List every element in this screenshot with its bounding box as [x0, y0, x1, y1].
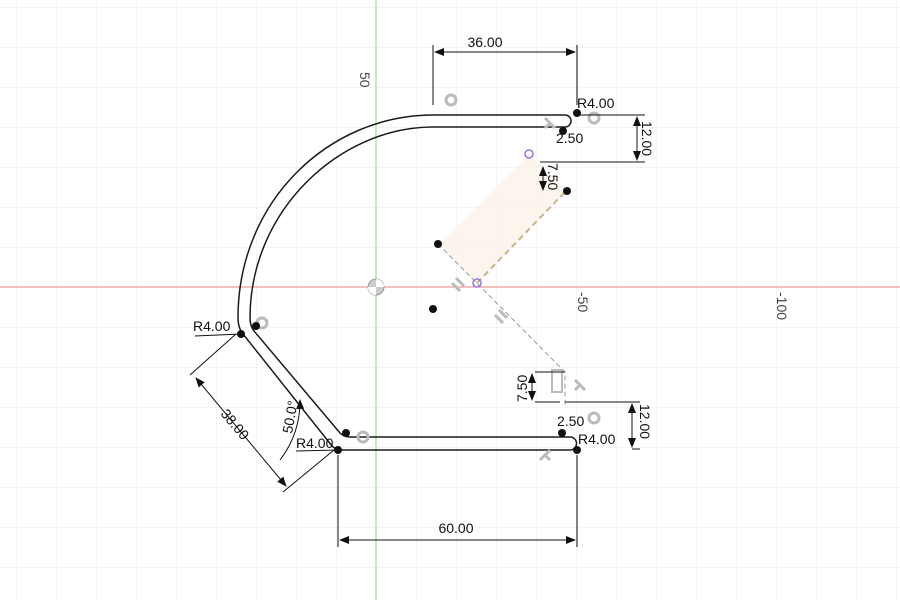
construction-line[interactable] — [476, 191, 566, 284]
origin-icon[interactable] — [367, 278, 385, 296]
perpendicular-icon — [573, 378, 587, 392]
dimension-top-slot-width[interactable]: 2.50 — [556, 130, 583, 146]
perpendicular-icon — [538, 448, 552, 462]
constraint-glyphs — [255, 93, 601, 462]
equal-constraint-icon — [493, 308, 509, 325]
parallel-icon — [551, 369, 563, 393]
tangent-icon — [587, 111, 601, 125]
midpoint-constraint[interactable] — [524, 149, 534, 159]
tangent-icon — [356, 430, 370, 444]
dimension-angle[interactable]: 50.0° — [279, 399, 300, 434]
dimension-lines — [189, 45, 645, 547]
sketch-points[interactable] — [237, 109, 581, 454]
dimension-bottom-width[interactable]: 60.00 — [438, 520, 473, 536]
dimension-left-radius[interactable]: R4.00 — [193, 318, 231, 334]
dimension-bottom-left-radius[interactable]: R4.00 — [296, 435, 334, 451]
dimension-bottom-right-height[interactable]: 12.00 — [637, 404, 653, 439]
dimension-bottom-slot-offset[interactable]: 7.50 — [514, 375, 530, 402]
tangent-icon — [587, 411, 601, 425]
dimension-top-right-radius[interactable]: R4.00 — [577, 95, 615, 111]
slot-profile[interactable] — [237, 114, 578, 451]
dimension-top-right-height[interactable]: 12.00 — [639, 121, 655, 156]
dimension-top-width[interactable]: 36.00 — [467, 34, 502, 50]
dimension-bottom-right-radius[interactable]: R4.00 — [578, 431, 616, 447]
dimension-bottom-slot-width[interactable]: 2.50 — [557, 413, 584, 429]
equal-constraint-icon — [450, 276, 466, 293]
midpoint-constraint[interactable] — [472, 278, 482, 288]
axis-label-neg100: -100 — [774, 292, 790, 320]
axis-label-neg50: -50 — [575, 292, 591, 312]
perpendicular-icon — [543, 116, 557, 130]
axis-label-50: 50 — [357, 72, 373, 88]
dimension-top-slot-offset[interactable]: 7.50 — [545, 163, 561, 190]
construction-region — [440, 154, 567, 283]
tangent-icon — [444, 93, 458, 107]
